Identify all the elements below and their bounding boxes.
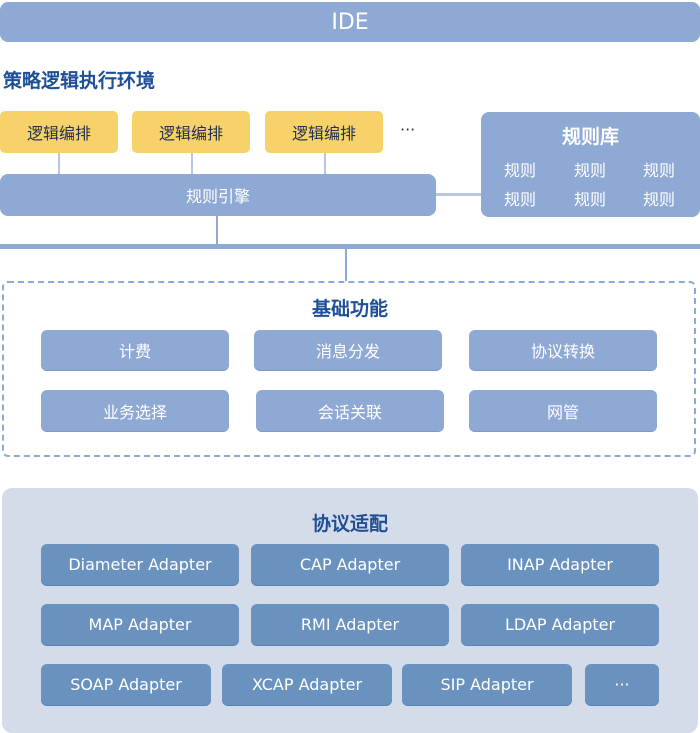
basic-functions-container xyxy=(2,281,696,457)
rule-item: 规则 xyxy=(573,190,606,209)
ide-bar: IDE xyxy=(0,2,700,42)
adapter-diameter: Diameter Adapter xyxy=(41,544,239,585)
rule-item: 规则 xyxy=(642,190,675,209)
logic-more-ellipsis: ··· xyxy=(400,120,416,139)
logic-box-3: 逻辑编排 xyxy=(265,111,383,153)
function-message-dispatch: 消息分发 xyxy=(254,330,442,370)
connector-engine-rulelib xyxy=(436,193,481,196)
rule-engine-box: 规则引擎 xyxy=(0,174,436,216)
rule-item: 规则 xyxy=(503,190,536,209)
strategy-section-title: 策略逻辑执行环境 xyxy=(3,70,156,92)
bus-line xyxy=(0,244,700,249)
connector-logic-3 xyxy=(324,153,326,174)
connector-bus-functions xyxy=(345,249,347,281)
adapter-rmi: RMI Adapter xyxy=(251,604,449,645)
adapter-more: ··· xyxy=(585,664,659,705)
function-protocol-conversion: 协议转换 xyxy=(469,330,657,370)
adapter-ldap: LDAP Adapter xyxy=(461,604,659,645)
connector-logic-1 xyxy=(58,153,60,174)
connector-logic-2 xyxy=(191,153,193,174)
connector-engine-bus xyxy=(216,216,218,244)
rule-item: 规则 xyxy=(642,161,675,180)
adapter-xcap: XCAP Adapter xyxy=(222,664,392,705)
logic-box-1: 逻辑编排 xyxy=(0,111,118,153)
function-billing: 计费 xyxy=(41,330,229,370)
adapter-map: MAP Adapter xyxy=(41,604,239,645)
logic-box-2: 逻辑编排 xyxy=(132,111,250,153)
rule-item: 规则 xyxy=(573,161,606,180)
adapter-cap: CAP Adapter xyxy=(251,544,449,585)
adapter-inap: INAP Adapter xyxy=(461,544,659,585)
adapter-soap: SOAP Adapter xyxy=(41,664,211,705)
rule-item: 规则 xyxy=(503,161,536,180)
adapter-sip: SIP Adapter xyxy=(402,664,572,705)
protocol-adapters-title: 协议适配 xyxy=(311,513,388,535)
function-network-management: 网管 xyxy=(469,390,657,431)
rule-library-title: 规则库 xyxy=(561,126,619,148)
rule-library-box: 规则库 规则 规则 规则 规则 规则 规则 xyxy=(481,112,700,217)
function-session-correlation: 会话关联 xyxy=(256,390,444,431)
basic-functions-title: 基础功能 xyxy=(311,298,388,320)
function-service-selection: 业务选择 xyxy=(41,390,229,431)
